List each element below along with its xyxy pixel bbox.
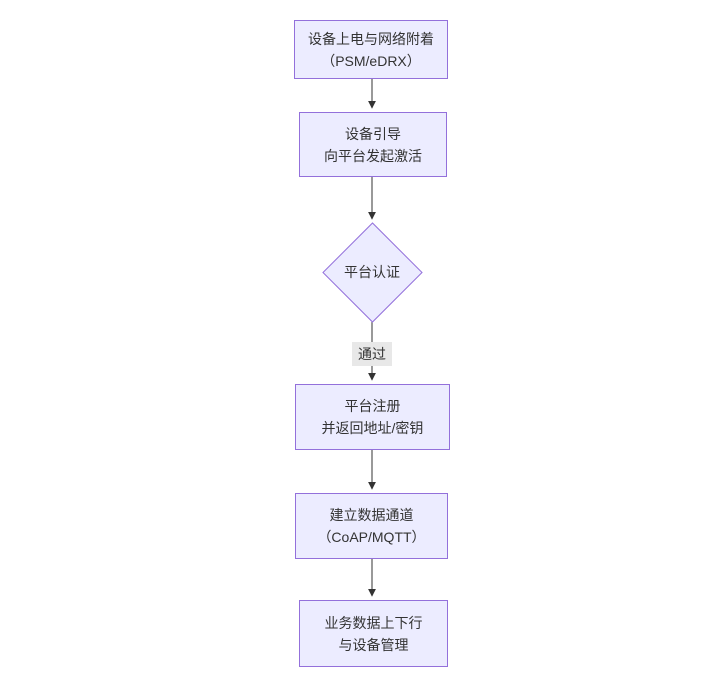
node-platform-auth-decision: 平台认证 (322, 222, 423, 323)
node-label: 业务数据上下行 (324, 614, 423, 631)
node-bootstrap: 设备引导 向平台发起激活 (299, 112, 447, 177)
node-business: 业务数据上下行 与设备管理 (299, 600, 448, 667)
node-power-attach: 设备上电与网络附着 （PSM/eDRX） (294, 20, 448, 79)
node-data-channel: 建立数据通道 （CoAP/MQTT） (295, 493, 448, 559)
node-label: 平台认证 (344, 264, 400, 280)
node-label: 建立数据通道 (329, 507, 414, 523)
node-label: （CoAP/MQTT） (317, 529, 426, 545)
node-label: 与设备管理 (338, 636, 409, 653)
node-label: 平台注册 (344, 398, 401, 414)
node-register: 平台注册 并返回地址/密钥 (295, 384, 450, 450)
node-label: 设备引导 (345, 125, 401, 142)
node-label: 向平台发起激活 (324, 147, 422, 164)
node-label: （PSM/eDRX） (321, 52, 421, 69)
node-label: 并返回地址/密钥 (321, 420, 424, 436)
node-label: 设备上电与网络附着 (308, 30, 434, 47)
edge-label-pass: 通过 (352, 342, 392, 366)
